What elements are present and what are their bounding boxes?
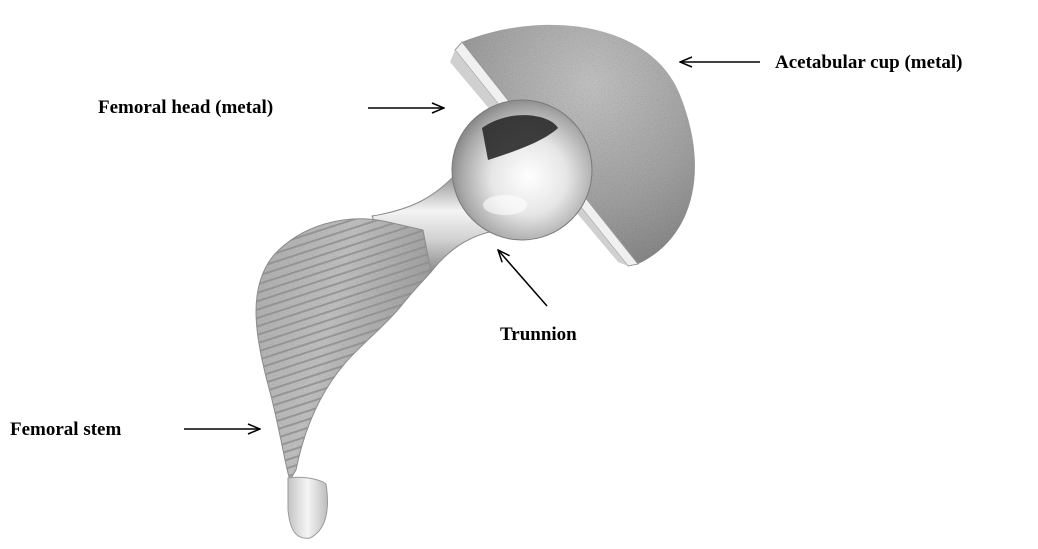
- femoral-head-shape: [452, 100, 592, 240]
- arrow-trunnion: [498, 250, 547, 306]
- femoral-head-label: Femoral head (metal): [98, 97, 273, 119]
- acetabular-cup-label: Acetabular cup (metal): [775, 52, 963, 74]
- trunnion-label: Trunnion: [500, 324, 577, 346]
- femoral-stem-shape: [230, 200, 460, 538]
- femoral-stem-label: Femoral stem: [10, 419, 121, 441]
